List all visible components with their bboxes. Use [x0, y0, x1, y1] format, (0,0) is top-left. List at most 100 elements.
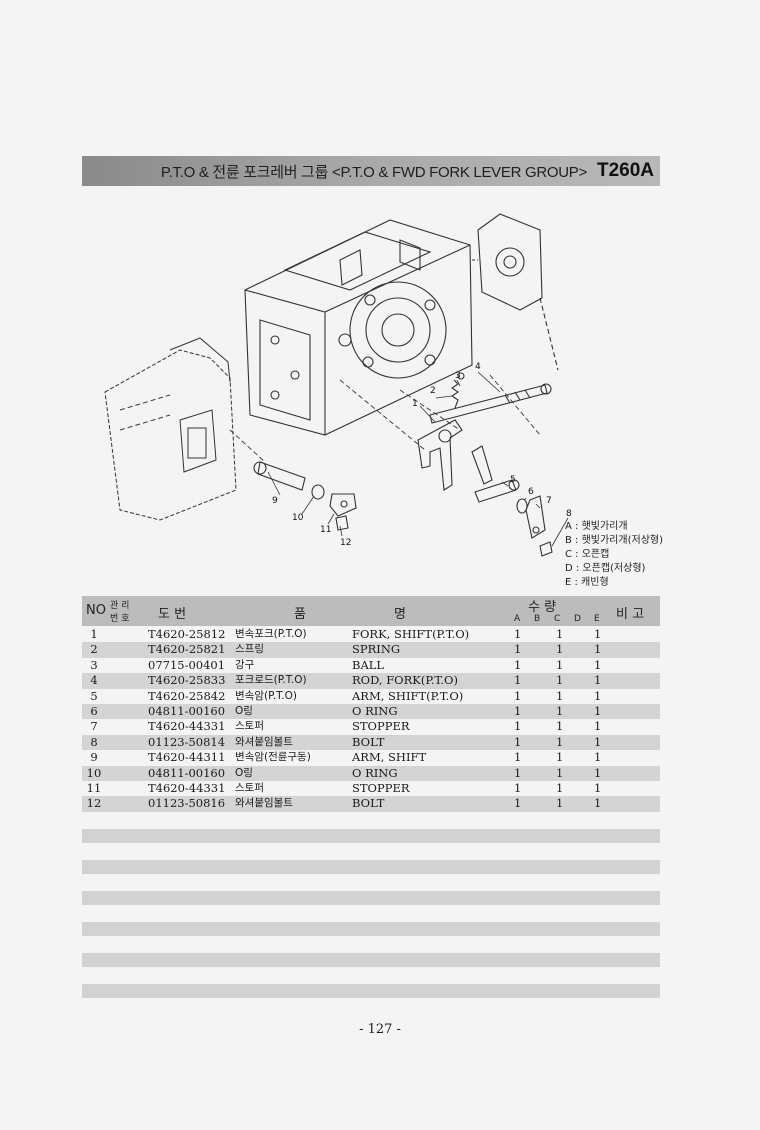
row-qty-e: 1 — [594, 642, 602, 657]
row-no: 6 — [90, 703, 98, 718]
bolt-pto-part — [539, 541, 553, 557]
row-qty-a: 1 — [514, 627, 522, 641]
group-title-bar: P.T.O & 전륜 포크레버 그룹 <P.T.O & FWD FORK LEV… — [82, 156, 660, 186]
callout-9: 9 — [272, 496, 278, 506]
header-no: NO — [86, 603, 106, 618]
ball-part — [457, 372, 465, 380]
group-title: P.T.O & 전륜 포크레버 그룹 <P.T.O & FWD FORK LEV… — [160, 163, 587, 181]
row-no: 10 — [86, 765, 102, 780]
row-qty-e: 1 — [594, 703, 602, 718]
spring-part — [451, 379, 459, 409]
header-qty: 수 량 — [528, 600, 557, 615]
empty-row-band — [82, 953, 660, 967]
callout-8: 8 — [566, 509, 572, 519]
row-qty-c: 1 — [556, 657, 564, 672]
table-row: 9 T4620-44311 변속암(전륜구동) ARM, SHIFT 1 1 1 — [82, 750, 660, 765]
stopper-pto-part — [525, 495, 546, 539]
row-qty-e: 1 — [594, 673, 602, 688]
header-mgmt-bottom: 번 호 — [110, 614, 130, 624]
callout-3: 3 — [455, 371, 461, 381]
row-qty-c: 1 — [556, 750, 564, 765]
table-row: 2 T4620-25821 스프링 SPRING 1 1 1 — [82, 642, 660, 658]
row-code: 01123-50814 — [148, 734, 226, 749]
row-qty-c: 1 — [556, 780, 564, 795]
row-name-en: STOPPER — [352, 780, 410, 795]
row-name-en: BOLT — [352, 734, 385, 749]
header-qty-a: A — [514, 614, 521, 624]
row-code: 04811-00160 — [148, 765, 226, 780]
row-name-en: BALL — [352, 657, 385, 672]
row-name-en: O RING — [352, 765, 398, 780]
row-qty-a: 1 — [514, 657, 522, 672]
o-ring-pto-part — [516, 498, 528, 514]
row-qty-c: 1 — [556, 765, 564, 780]
row-no: 11 — [86, 780, 102, 795]
row-name-kr: 스프링 — [235, 643, 264, 656]
header-qty-e: E — [594, 614, 600, 624]
group-code: T260A — [596, 160, 654, 181]
parts-table-body: 1 T4620-25812 변속포크(P.T.O) FORK, SHIFT(P.… — [82, 627, 660, 812]
callout-12: 12 — [340, 538, 351, 548]
legend-e: E : 캐빈형 — [565, 577, 609, 588]
row-name-kr: 포크로드(P.T.O) — [235, 674, 307, 687]
legend-d: D : 오픈캡(저상형) — [565, 563, 646, 574]
row-qty-c: 1 — [556, 688, 564, 703]
bolt-fwd-part — [335, 515, 349, 531]
page-number: - 127 - — [359, 1022, 401, 1037]
row-name-kr: O링 — [235, 766, 253, 779]
header-qty-d: D — [574, 614, 581, 624]
row-name-en: FORK, SHIFT(P.T.O) — [352, 627, 470, 641]
callout-6: 6 — [528, 487, 534, 497]
row-name-kr: 강구 — [235, 658, 255, 671]
table-row: 12 01123-50816 와셔붙임볼트 BOLT 1 1 1 — [82, 796, 660, 812]
table-row: 6 04811-00160 O링 O RING 1 1 1 — [82, 703, 660, 720]
rear-housing-part — [104, 337, 237, 521]
model-legend: A : 햇빛가리개 B : 햇빛가리개(저상형) C : 오픈캡 D : 오픈캡… — [565, 520, 663, 590]
callout-1: 1 — [412, 399, 418, 409]
header-qty-b: B — [534, 614, 541, 624]
callout-11: 11 — [320, 525, 331, 535]
row-no: 8 — [90, 734, 98, 749]
exploded-parts-diagram: 1 2 3 4 5 6 7 8 9 10 11 12 — [104, 213, 572, 557]
row-qty-a: 1 — [514, 750, 522, 765]
row-qty-c: 1 — [556, 703, 564, 718]
header-name-b: 명 — [394, 607, 406, 622]
row-code: 01123-50816 — [148, 796, 226, 811]
empty-row-band — [82, 860, 660, 874]
header-qty-c: C — [554, 614, 561, 624]
row-name-kr: 와셔붙임볼트 — [235, 735, 293, 748]
row-no: 3 — [90, 657, 98, 672]
empty-row-band — [82, 922, 660, 936]
row-no: 1 — [90, 627, 98, 641]
shift-fork-part — [417, 419, 463, 491]
o-ring-fwd-part — [311, 484, 325, 500]
legend-c: C : 오픈캡 — [565, 549, 610, 560]
empty-row-band — [82, 984, 660, 998]
row-name-en: STOPPER — [352, 719, 410, 734]
table-row: 3 07715-00401 강구 BALL 1 1 1 — [82, 658, 660, 673]
table-row: 1 T4620-25812 변속포크(P.T.O) FORK, SHIFT(P.… — [82, 627, 660, 642]
stopper-fwd-part — [329, 493, 357, 517]
row-name-kr: 변속포크(P.T.O) — [235, 628, 307, 640]
row-qty-a: 1 — [514, 765, 522, 780]
shift-arm-fwd-part — [253, 461, 306, 491]
row-qty-c: 1 — [556, 642, 564, 657]
row-code: T4620-44331 — [148, 780, 226, 795]
callout-7: 7 — [546, 496, 552, 506]
row-qty-c: 1 — [556, 796, 564, 811]
row-name-kr: 변속암(P.T.O) — [235, 689, 297, 702]
table-row: 7 T4620-44331 스토퍼 STOPPER 1 1 1 — [82, 719, 660, 734]
row-no: 12 — [86, 796, 102, 811]
fork-rod-part — [429, 383, 552, 424]
header-drawing: 도 번 — [158, 607, 187, 622]
row-qty-e: 1 — [594, 734, 602, 749]
transmission-case-part — [244, 219, 473, 436]
table-row: 11 T4620-44331 스토퍼 STOPPER 1 1 1 — [82, 781, 660, 796]
empty-row-band — [82, 829, 660, 843]
row-name-en: ARM, SHIFT — [352, 750, 427, 765]
legend-a: A : 햇빛가리개 — [565, 521, 628, 532]
row-code: 07715-00401 — [148, 657, 226, 672]
row-qty-a: 1 — [514, 688, 522, 703]
row-name-kr: 스토퍼 — [235, 781, 264, 794]
row-name-kr: 변속암(전륜구동) — [235, 751, 311, 764]
